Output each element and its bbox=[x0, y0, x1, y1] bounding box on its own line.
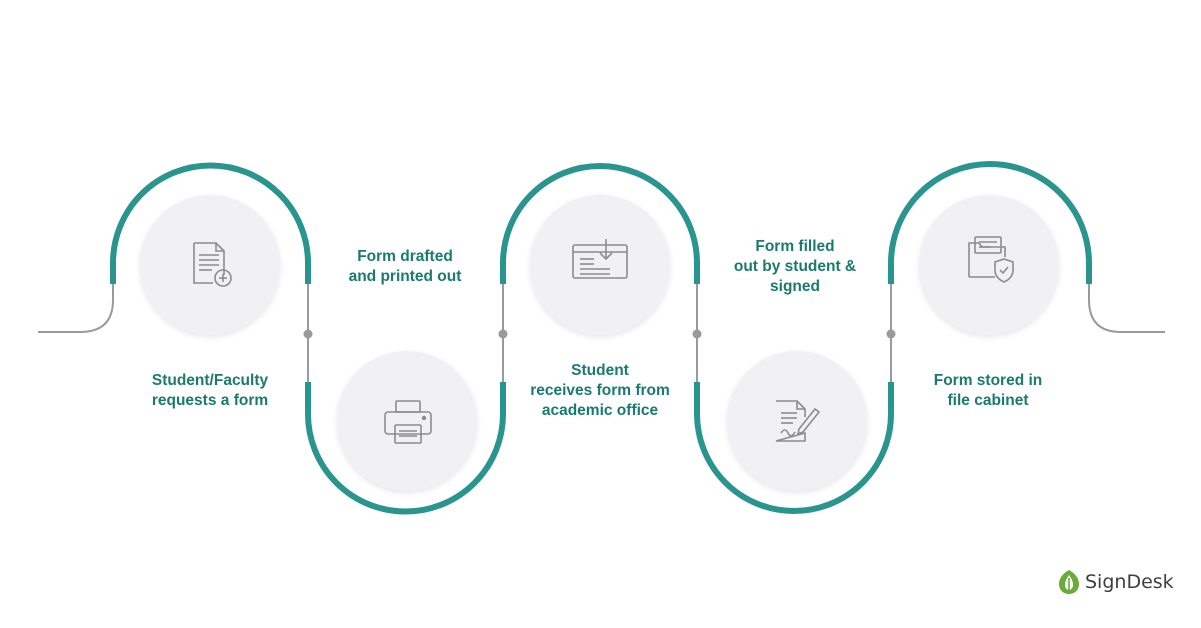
step-2-label: Form drafted and printed out bbox=[348, 248, 462, 285]
document-add-icon bbox=[193, 242, 232, 287]
signdesk-logo-icon bbox=[1059, 570, 1079, 594]
step-1-label: Student/Faculty requests a form bbox=[151, 372, 269, 409]
step-5-label: Form stored in file cabinet bbox=[933, 372, 1043, 409]
secure-folder-icon bbox=[968, 236, 1014, 283]
step-1-circle bbox=[140, 195, 280, 335]
step-4-circle bbox=[727, 351, 867, 491]
step-3-label: Student receives form from academic offi… bbox=[530, 362, 670, 419]
printer-icon bbox=[384, 400, 432, 444]
brand-name: SignDesk bbox=[1085, 571, 1174, 593]
step-2-circle bbox=[337, 351, 477, 491]
signed-document-icon bbox=[775, 400, 821, 442]
brand-logo: SignDesk bbox=[1058, 568, 1174, 596]
step-4-label: Form filled out by student & signed bbox=[733, 238, 857, 295]
step-5-circle bbox=[919, 195, 1059, 335]
step-3-circle bbox=[530, 195, 670, 335]
inbox-download-icon bbox=[572, 239, 628, 279]
